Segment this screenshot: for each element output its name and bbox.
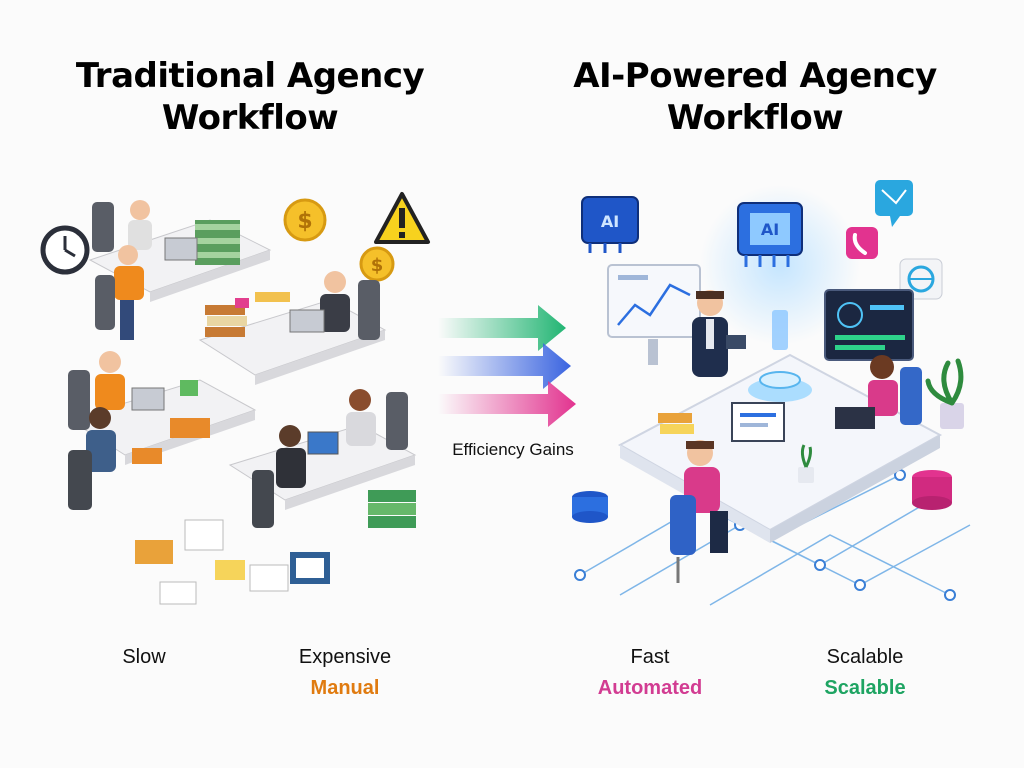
monitor-screen-right	[824, 289, 914, 361]
worker-blue	[68, 407, 116, 510]
label-scalable-highlight: Scalable	[824, 677, 906, 699]
traditional-title-line2: Workflow	[161, 98, 339, 138]
dollar-coin-icon: $	[359, 246, 395, 282]
label-slow: Slow	[122, 646, 166, 668]
worker-stressed	[68, 351, 165, 430]
warning-icon	[374, 192, 430, 244]
label-expensive: Expensive	[298, 646, 392, 668]
worker-woman	[346, 389, 408, 450]
label-fast: Fast	[630, 646, 670, 668]
worker-suit	[289, 271, 380, 340]
chat-bubble-icon	[875, 180, 913, 227]
transition-arrows	[438, 305, 576, 427]
efficiency-gains-caption: Efficiency Gains	[452, 440, 574, 459]
green-arrow	[438, 305, 566, 351]
hologram-core	[748, 310, 812, 402]
worker-top	[92, 200, 152, 252]
presenter-person	[692, 290, 746, 377]
traditional-office-illustration: $ $	[40, 192, 430, 605]
ai-chip-icon: AI	[581, 196, 639, 253]
worker-dark	[252, 425, 339, 528]
dollar-coin-icon: $	[283, 198, 327, 242]
svg-text:$: $	[297, 209, 312, 234]
label-automated: Automated	[597, 677, 703, 699]
label-scalable: Scalable	[826, 646, 904, 668]
ai-workflow-title: AI-Powered Agency Workflow	[540, 55, 970, 139]
label-manual: Manual	[310, 677, 380, 699]
floor-papers	[135, 519, 330, 605]
blue-arrow	[438, 343, 571, 389]
ai-title-line1: AI-Powered Agency	[573, 56, 937, 96]
file-boxes	[132, 380, 210, 464]
file-stack	[658, 413, 694, 434]
traditional-workflow-title: Traditional Agency Workflow	[40, 55, 460, 139]
clock-icon	[40, 225, 90, 275]
laptop-icon	[731, 402, 785, 442]
worker-orange	[95, 245, 144, 340]
woman-at-laptop	[835, 355, 922, 429]
ai-chip-icon: AI	[737, 202, 803, 267]
database-icon	[912, 470, 952, 510]
laptop-icon	[164, 237, 198, 261]
pink-arrow	[438, 381, 576, 427]
plant-icon	[798, 444, 814, 483]
green-binders	[368, 490, 416, 528]
database-icon	[572, 491, 608, 523]
globe-icon	[899, 258, 943, 300]
book-stack	[205, 292, 290, 337]
plant-icon	[925, 358, 964, 429]
svg-text:$: $	[371, 255, 384, 276]
ai-title-line2: Workflow	[666, 98, 844, 138]
chip-label-1: AI	[601, 212, 619, 231]
man-at-laptop	[670, 440, 728, 583]
traditional-title-line1: Traditional Agency	[75, 56, 425, 96]
phone-icon	[846, 227, 878, 259]
chip-label-2: AI	[761, 220, 779, 239]
analytics-dashboard-screen	[607, 264, 701, 365]
ai-office-illustration: AI AI	[572, 180, 971, 606]
